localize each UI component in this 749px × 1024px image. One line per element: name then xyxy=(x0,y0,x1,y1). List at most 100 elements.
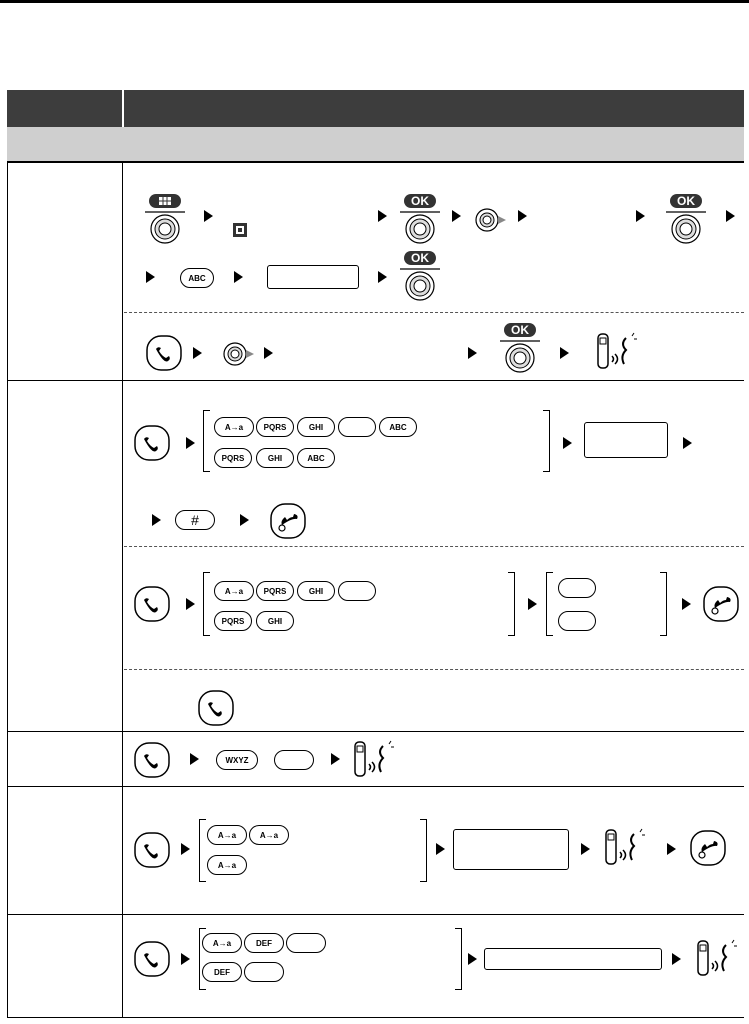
navigator-icon[interactable] xyxy=(222,340,256,368)
arrow-icon xyxy=(204,210,213,222)
dashed-divider xyxy=(124,312,744,313)
menu-icon[interactable] xyxy=(145,193,185,245)
arrow-icon xyxy=(186,437,195,449)
arrow-icon xyxy=(636,210,645,222)
display-field xyxy=(484,948,662,970)
arrow-icon xyxy=(190,753,199,765)
display-field xyxy=(453,829,569,870)
arrow-icon xyxy=(518,210,527,222)
row-divider xyxy=(7,786,744,787)
key-abc[interactable]: ABC xyxy=(379,417,417,437)
talk-button-icon[interactable] xyxy=(198,690,234,726)
arrow-icon xyxy=(181,953,190,965)
arrow-icon xyxy=(186,598,195,610)
arrow-icon xyxy=(152,514,161,526)
arrow-icon xyxy=(264,347,273,359)
bracket-left xyxy=(203,572,210,636)
arrow-icon xyxy=(331,753,340,765)
key-abc[interactable]: ABC xyxy=(297,448,335,468)
phonebook-icon xyxy=(233,223,247,237)
column-divider xyxy=(122,163,123,1018)
dashed-divider xyxy=(124,669,744,670)
key-ghi[interactable]: GHI xyxy=(256,611,294,631)
key-star[interactable]: A→a xyxy=(207,825,247,845)
arrow-icon xyxy=(193,347,202,359)
arrow-icon xyxy=(181,843,190,855)
navigator-icon[interactable] xyxy=(474,206,508,234)
arrow-icon xyxy=(683,437,692,449)
bracket-right xyxy=(508,572,515,636)
key-blank[interactable] xyxy=(274,750,314,770)
top-rule xyxy=(0,0,749,3)
key-star[interactable]: A→a xyxy=(214,417,254,437)
talk-button-icon[interactable] xyxy=(134,941,170,977)
ok-button-icon[interactable] xyxy=(400,250,440,302)
table-header xyxy=(7,90,744,127)
key-wxyz[interactable]: WXYZ xyxy=(216,750,258,770)
display-field xyxy=(267,265,359,289)
bracket-left xyxy=(199,819,206,882)
row-divider xyxy=(7,914,744,915)
handset-confirm-tone-icon xyxy=(590,332,640,372)
off-hook-icon[interactable] xyxy=(690,830,726,866)
arrow-icon xyxy=(581,843,590,855)
key-hash[interactable]: # xyxy=(175,510,215,530)
talk-button-icon[interactable] xyxy=(134,742,170,778)
arrow-icon xyxy=(468,953,477,965)
arrow-icon xyxy=(563,437,572,449)
ok-button-icon[interactable] xyxy=(500,322,540,374)
off-hook-icon[interactable] xyxy=(270,503,306,539)
ok-button-icon[interactable] xyxy=(400,193,440,245)
key-ghi[interactable]: GHI xyxy=(256,448,294,468)
key-def[interactable]: DEF xyxy=(244,933,284,953)
bracket-left xyxy=(546,572,553,636)
off-hook-icon[interactable] xyxy=(703,586,739,622)
bracket-left xyxy=(199,928,206,990)
key-ghi[interactable]: GHI xyxy=(297,417,335,437)
arrow-icon xyxy=(234,271,243,283)
header-divider xyxy=(122,90,124,127)
table-subheader xyxy=(7,127,744,163)
left-frame xyxy=(7,163,8,1018)
key-pqrs[interactable]: PQRS xyxy=(214,611,252,631)
key-star[interactable]: A→a xyxy=(249,825,289,845)
bracket-right xyxy=(660,572,667,636)
key-star[interactable]: A→a xyxy=(202,933,242,953)
key-blank[interactable] xyxy=(338,417,376,437)
bottom-rule xyxy=(7,1017,744,1018)
key-ghi[interactable]: GHI xyxy=(297,581,335,601)
key-pqrs[interactable]: PQRS xyxy=(256,581,294,601)
talk-button-icon[interactable] xyxy=(134,425,170,461)
talk-button-icon[interactable] xyxy=(134,586,170,622)
arrow-icon xyxy=(560,347,569,359)
key-star[interactable]: A→a xyxy=(214,581,254,601)
talk-button-icon[interactable] xyxy=(134,832,170,868)
key-blank[interactable] xyxy=(558,578,596,598)
handset-confirm-tone-icon xyxy=(347,740,397,780)
key-star[interactable]: A→a xyxy=(207,855,247,875)
handset-confirm-tone-icon xyxy=(690,939,740,979)
key-pqrs[interactable]: PQRS xyxy=(256,417,294,437)
talk-button-icon[interactable] xyxy=(146,335,182,371)
bracket-right xyxy=(420,819,427,882)
key-blank[interactable] xyxy=(286,933,326,953)
bracket-left xyxy=(203,410,210,472)
key-def[interactable]: DEF xyxy=(202,962,242,982)
ok-button-icon[interactable] xyxy=(666,193,706,245)
arrow-icon xyxy=(672,953,681,965)
arrow-icon xyxy=(528,598,537,610)
row-divider xyxy=(7,731,744,732)
arrow-icon xyxy=(468,347,477,359)
arrow-icon xyxy=(436,843,445,855)
bracket-right xyxy=(543,410,550,472)
key-blank[interactable] xyxy=(558,611,596,631)
key-pqrs[interactable]: PQRS xyxy=(214,448,252,468)
key-blank[interactable] xyxy=(244,962,284,982)
arrow-icon xyxy=(146,271,155,283)
bracket-right xyxy=(455,928,462,990)
display-field xyxy=(584,422,668,458)
key-blank[interactable] xyxy=(338,581,376,601)
arrow-icon xyxy=(240,514,249,526)
arrow-icon xyxy=(378,210,387,222)
key-abc[interactable]: ABC xyxy=(180,268,214,288)
